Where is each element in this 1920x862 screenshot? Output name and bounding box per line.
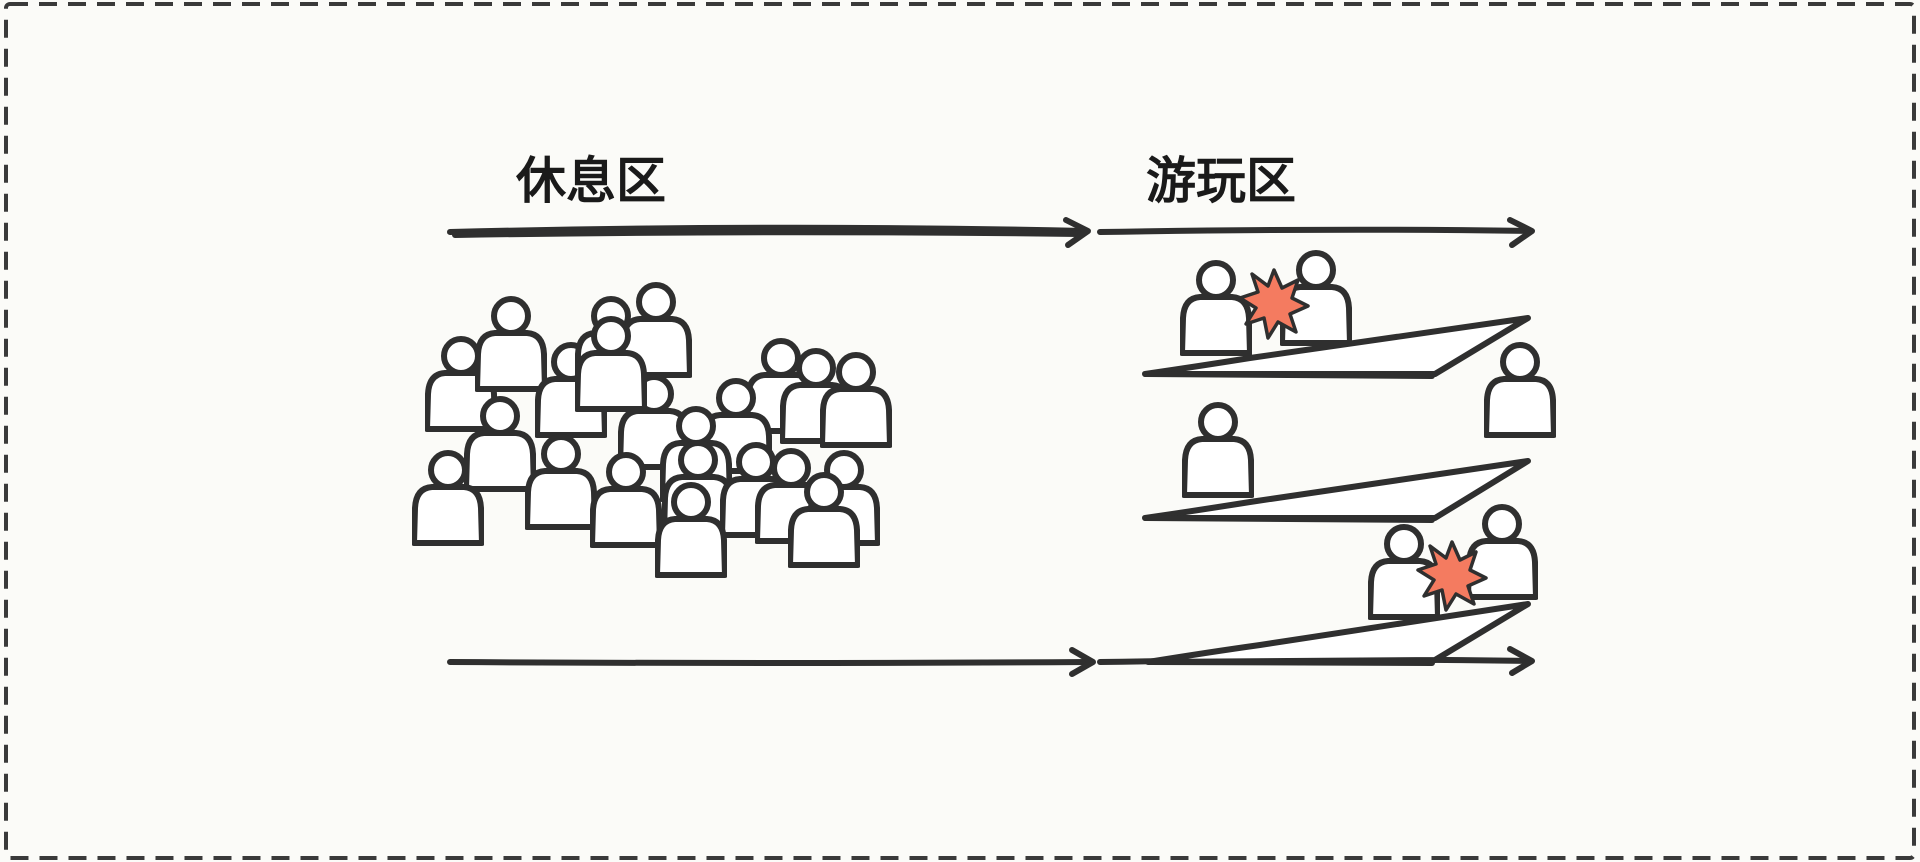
- top-arrow-play-icon: [1097, 217, 1535, 248]
- rest-area-crowd: [414, 285, 890, 575]
- slide-icon: [1145, 601, 1531, 666]
- person-icon: [1468, 507, 1536, 597]
- play-area-label: 游玩区: [1146, 152, 1296, 210]
- top-arrow-rest-icon: [447, 217, 1091, 248]
- person-icon: [1182, 263, 1250, 353]
- person-icon: [527, 437, 595, 527]
- bottom-arrow-rest-icon: [447, 647, 1096, 677]
- person-icon: [1184, 405, 1252, 495]
- slide-icon: [1142, 458, 1531, 523]
- person-icon: [477, 299, 545, 389]
- play-area-people: [1182, 253, 1554, 617]
- person-icon: [1486, 345, 1554, 435]
- rest-area-label: 休息区: [515, 152, 666, 210]
- dashed-frame: [4, 2, 1916, 860]
